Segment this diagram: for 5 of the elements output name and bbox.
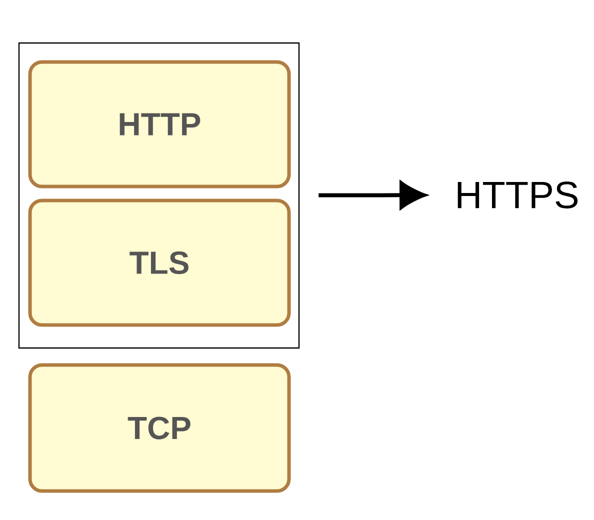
- layer-box: HTTP: [28, 60, 291, 188]
- group-frame: [18, 42, 300, 349]
- text-label: HTTPS: [458, 182, 578, 208]
- layer-box: TCP: [28, 363, 291, 493]
- layer-box: TLS: [28, 198, 291, 327]
